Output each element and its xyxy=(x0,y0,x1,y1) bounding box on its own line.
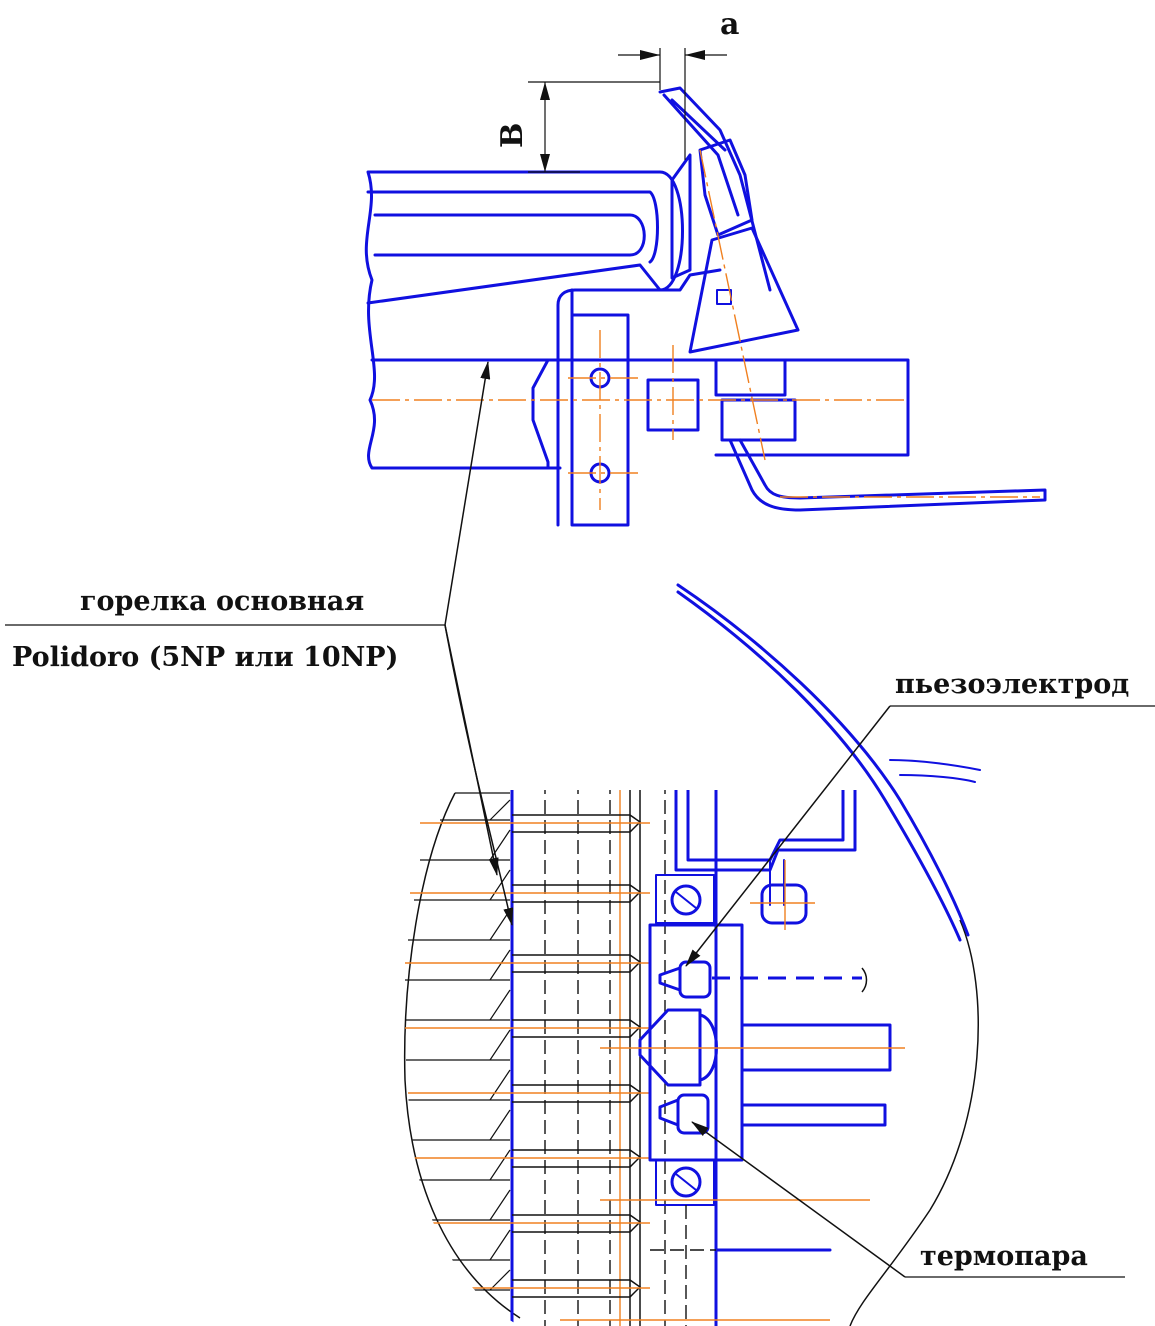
pilot-burner xyxy=(600,1008,905,1087)
leader-lines xyxy=(5,361,1155,1278)
piezo-electrode-part xyxy=(658,960,868,999)
main-burner-model-label: Polidoro (5NP или 10NP) xyxy=(12,642,398,673)
detail-boundary xyxy=(403,792,979,1326)
mounting-bracket xyxy=(570,313,630,527)
nozzle-rows xyxy=(405,814,650,1298)
heat-shield xyxy=(676,583,970,942)
thermocouple-part xyxy=(658,1093,887,1135)
dimension-a-label: a xyxy=(720,7,739,42)
main-burner-label: горелка основная xyxy=(80,586,364,617)
dimension-b-label: B xyxy=(495,123,530,148)
top-view: a B xyxy=(364,7,1047,527)
piezo-electrode-label: пьезоэлектрод xyxy=(895,669,1129,700)
burner-blades xyxy=(405,792,511,1291)
thermocouple-label: термопара xyxy=(920,1241,1088,1272)
detail-view xyxy=(403,583,981,1326)
injector-tube xyxy=(546,358,910,470)
